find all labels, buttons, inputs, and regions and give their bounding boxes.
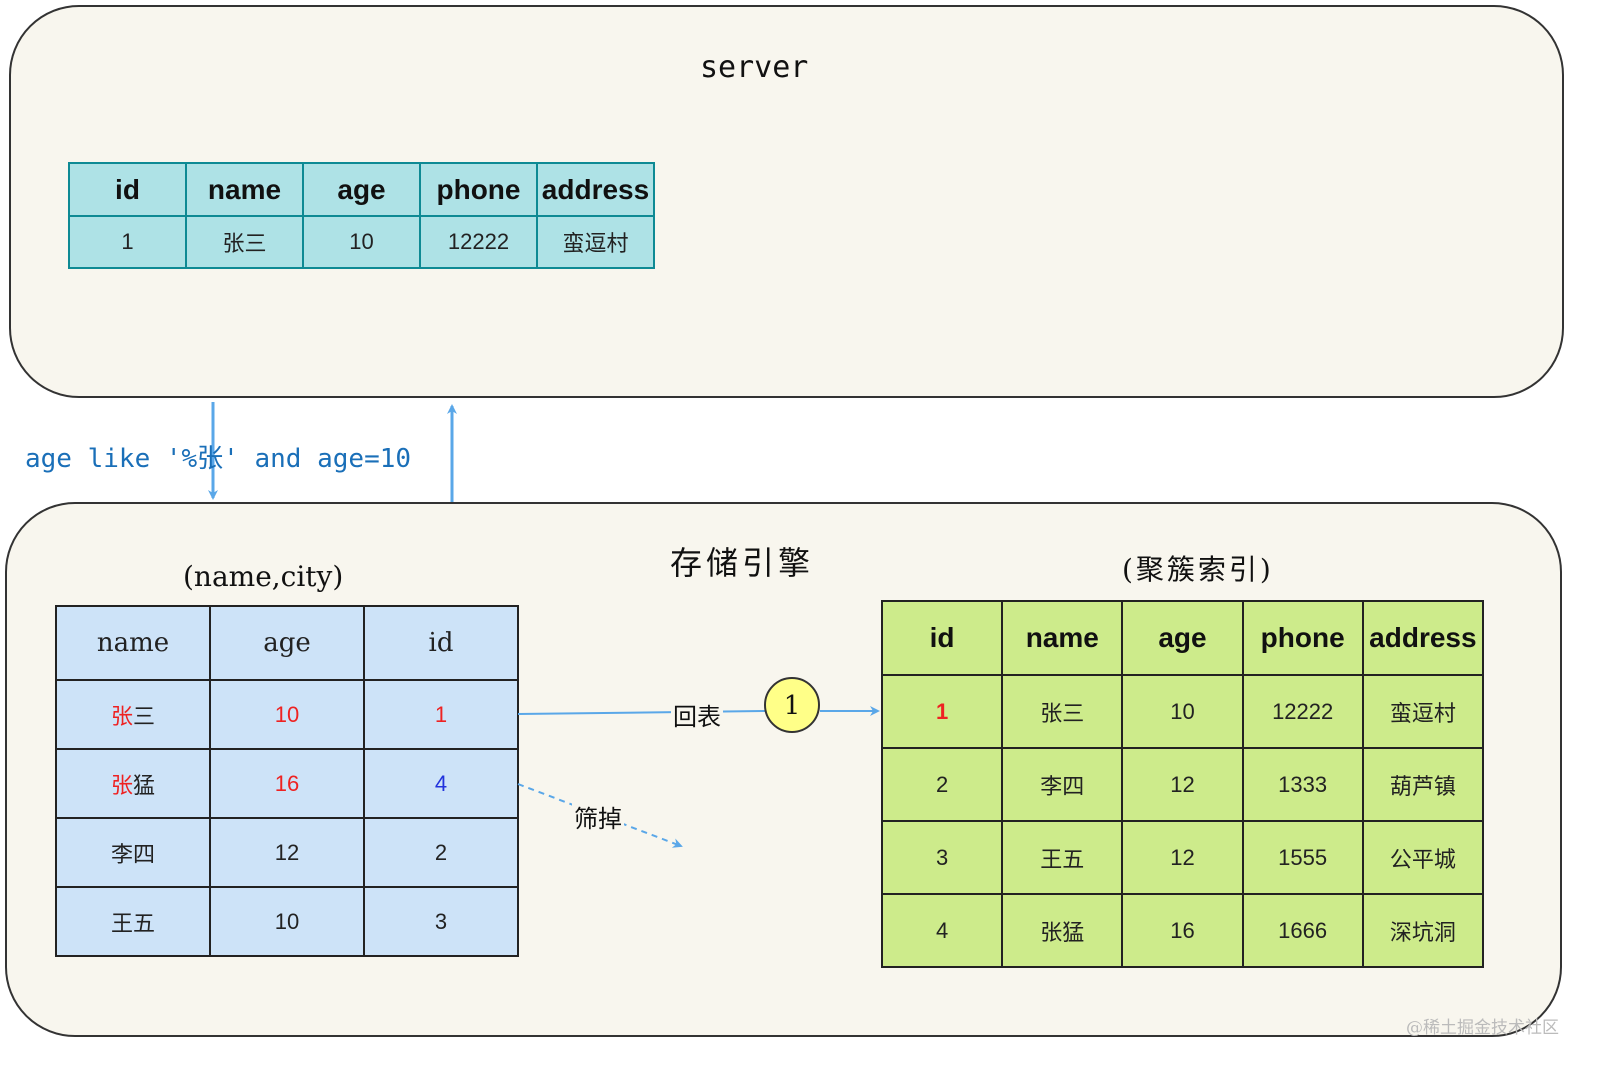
table-cell: 1 <box>363 679 519 750</box>
name-rest: 猛 <box>133 772 156 798</box>
table-cell: 2 <box>363 817 519 888</box>
table-cell: 葫芦镇 <box>1361 747 1485 822</box>
table-cell: 公平城 <box>1361 820 1485 895</box>
table-cell: 王五 <box>1001 820 1124 895</box>
column-header: id <box>880 600 1004 676</box>
table-cell: 王五 <box>55 886 211 957</box>
watermark: @稀土掘金技术社区 <box>1406 1018 1559 1038</box>
table-cell: 3 <box>880 820 1004 895</box>
name-rest: 王五 <box>110 910 155 936</box>
column-header: phone <box>419 162 538 217</box>
lookup-label: 回表 <box>671 697 723 732</box>
column-header: age <box>302 162 421 217</box>
table-cell: 李四 <box>1001 747 1124 822</box>
table-cell: 深坑洞 <box>1361 893 1485 968</box>
column-header: address <box>536 162 655 217</box>
name-rest: 三 <box>133 703 156 729</box>
table-cell: 16 <box>1121 893 1244 968</box>
table-cell: 张猛 <box>1001 893 1124 968</box>
table-row: 1 张三 10 12222 蛮逗村 <box>880 674 1485 749</box>
table-cell: 12222 <box>1241 674 1364 749</box>
name-rest: 李四 <box>110 841 155 867</box>
matched-prefix: 张 <box>110 703 133 729</box>
column-header: name <box>1001 600 1124 676</box>
table-row: 2 李四 12 1333 葫芦镇 <box>880 747 1485 822</box>
column-header: address <box>1361 600 1485 676</box>
table-cell: 12 <box>209 817 365 888</box>
column-header: age <box>1121 600 1244 676</box>
table-row: 李四 12 2 <box>55 817 519 888</box>
secondary-index-title: (name,city) <box>183 560 344 593</box>
table-cell: 12 <box>1121 747 1244 822</box>
storage-engine-title: 存储引擎 <box>670 544 815 582</box>
table-cell: 4 <box>880 893 1004 968</box>
table-cell: 10 <box>209 679 365 750</box>
table-cell: 1666 <box>1241 893 1364 968</box>
server-title: server <box>700 50 809 85</box>
table-cell: 张三 <box>1001 674 1124 749</box>
matched-prefix: 张 <box>110 772 133 798</box>
table-cell: 1 <box>68 215 187 269</box>
table-header-row: name age id <box>55 605 519 681</box>
server-result-table: id name age phone address 1 张三 10 12222 … <box>68 162 655 269</box>
column-header: id <box>68 162 187 217</box>
table-cell: 李四 <box>55 817 211 888</box>
table-cell: 张猛 <box>55 748 211 819</box>
table-row: 4 张猛 16 1666 深坑洞 <box>880 893 1485 968</box>
table-cell: 张三 <box>185 215 304 269</box>
table-cell: 2 <box>880 747 1004 822</box>
table-cell: 1333 <box>1241 747 1364 822</box>
table-cell: 10 <box>1121 674 1244 749</box>
table-row: 张三 10 1 <box>55 679 519 750</box>
table-row: 王五 10 3 <box>55 886 519 957</box>
table-cell: 1 <box>880 674 1004 749</box>
query-condition-label: age like '%张' and age=10 <box>25 444 412 474</box>
column-header: name <box>185 162 304 217</box>
table-cell: 10 <box>209 886 365 957</box>
table-header-row: id name age phone address <box>68 162 655 217</box>
table-cell: 4 <box>363 748 519 819</box>
table-row: 1 张三 10 12222 蛮逗村 <box>68 215 655 269</box>
column-header: name <box>55 605 211 681</box>
column-header: age <box>209 605 365 681</box>
table-cell: 蛮逗村 <box>536 215 655 269</box>
column-header: phone <box>1241 600 1364 676</box>
table-cell: 12222 <box>419 215 538 269</box>
clustered-index-table: id name age phone address 1 张三 10 12222 … <box>880 600 1485 968</box>
secondary-index-table: name age id 张三 10 1 张猛 16 4 李四 12 2 王五 1… <box>55 605 519 957</box>
table-cell: 12 <box>1121 820 1244 895</box>
table-header-row: id name age phone address <box>880 600 1485 676</box>
table-cell: 16 <box>209 748 365 819</box>
table-cell: 张三 <box>55 679 211 750</box>
clustered-index-title: (聚簇索引) <box>1122 553 1274 586</box>
column-header: id <box>363 605 519 681</box>
table-cell: 1555 <box>1241 820 1364 895</box>
table-cell: 蛮逗村 <box>1361 674 1485 749</box>
filter-label: 筛掉 <box>572 799 624 834</box>
table-row: 3 王五 12 1555 公平城 <box>880 820 1485 895</box>
table-cell: 10 <box>302 215 421 269</box>
table-cell: 3 <box>363 886 519 957</box>
table-row: 张猛 16 4 <box>55 748 519 819</box>
